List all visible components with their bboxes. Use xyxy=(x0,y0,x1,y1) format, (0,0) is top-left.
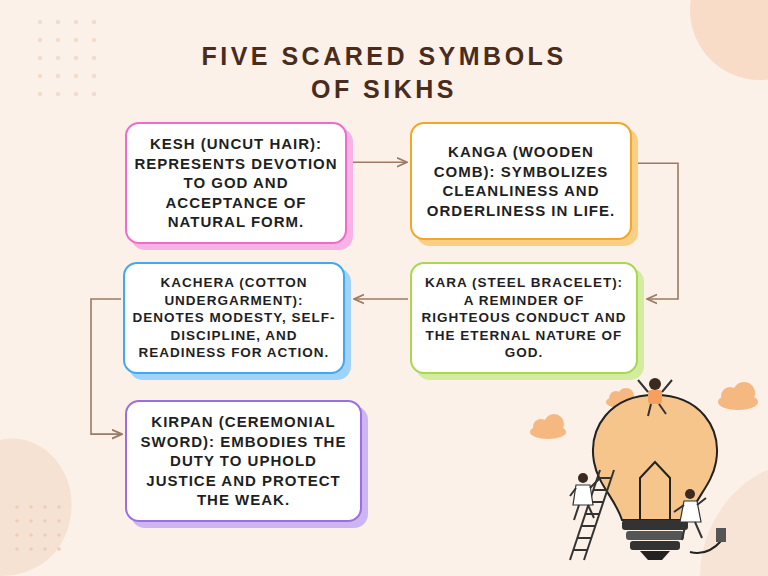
corner-blob xyxy=(0,438,72,576)
person-figure xyxy=(638,378,672,416)
symbol-box: KESH (UNCUT HAIR): REPRESENTS DEVOTION T… xyxy=(125,122,347,244)
diagram-title: FIVE SCARED SYMBOLS OF SIKHS xyxy=(184,40,584,105)
symbol-box: KANGA (WOODEN COMB): SYMBOLIZES CLEANLIN… xyxy=(410,122,632,240)
symbol-description: KIRPAN (CEREMONIAL SWORD): EMBODIES THE … xyxy=(127,407,360,515)
symbol-description: KESH (UNCUT HAIR): REPRESENTS DEVOTION T… xyxy=(127,129,345,237)
symbol-box: KIRPAN (CEREMONIAL SWORD): EMBODIES THE … xyxy=(125,400,362,522)
flow-arrow xyxy=(349,161,407,163)
cloud xyxy=(530,414,566,439)
person-figure xyxy=(674,489,706,540)
flow-arrow xyxy=(634,163,678,299)
person-figure xyxy=(570,473,600,520)
symbol-box: KARA (STEEL BRACELET): A REMINDER OF RIG… xyxy=(410,262,638,374)
lightbulb-illustration xyxy=(593,395,726,560)
dot-grid xyxy=(10,500,66,560)
flow-arrow xyxy=(354,298,408,300)
corner-blob xyxy=(700,470,768,576)
symbol-description: KANGA (WOODEN COMB): SYMBOLIZES CLEANLIN… xyxy=(412,137,630,225)
dot-grid xyxy=(28,20,108,100)
symbol-description: KACHERA (COTTON UNDERGARMENT): DENOTES M… xyxy=(125,269,343,367)
cloud xyxy=(718,382,758,410)
symbol-description: KARA (STEEL BRACELET): A REMINDER OF RIG… xyxy=(412,269,636,367)
ladder xyxy=(570,470,614,560)
corner-blob xyxy=(690,0,768,80)
symbol-box: KACHERA (COTTON UNDERGARMENT): DENOTES M… xyxy=(123,262,345,374)
flow-arrow xyxy=(91,299,122,434)
